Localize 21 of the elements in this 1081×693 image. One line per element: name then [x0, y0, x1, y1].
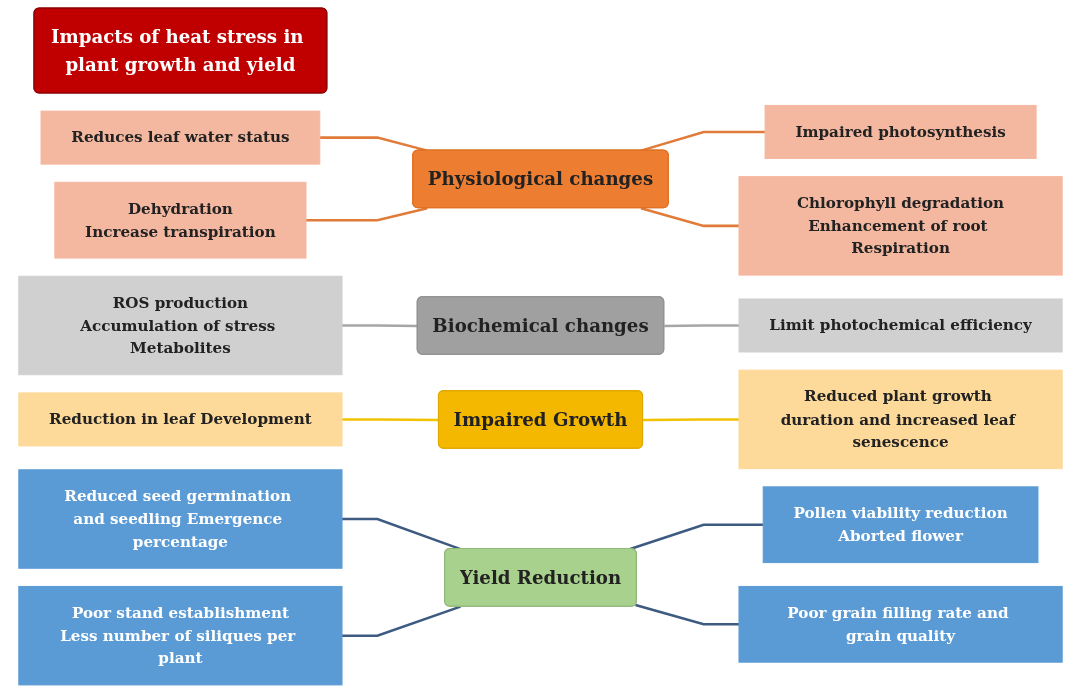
connector	[342, 324, 418, 328]
node-box: Limit photochemical efficiency	[738, 298, 1063, 353]
connector	[635, 603, 739, 626]
node-box: Poor stand establishment Less number of siliques per plant	[18, 585, 343, 686]
node-box: Pollen viability reduction Aborted flower	[762, 486, 1039, 564]
connector	[342, 605, 461, 637]
connector	[640, 206, 739, 228]
node-box: Chlorophyll degradation Enhancement of root Respiration	[738, 176, 1063, 276]
node-box: Reduced seed germination and seedling Emergence percentage	[18, 469, 343, 569]
connector	[342, 418, 439, 422]
node-box: Dehydration Increase transpiration	[54, 181, 307, 259]
node-box: ROS production Accumulation of stress Metabolites	[18, 275, 343, 376]
node-box: Reduces leaf water status	[40, 110, 321, 165]
node-box: Reduced plant growth duration and increased leaf senescence	[738, 369, 1063, 470]
connector	[306, 206, 428, 222]
node-box: Reduction in leaf Development	[18, 392, 343, 447]
node-box: Impaired photosynthesis	[764, 104, 1037, 159]
connector	[664, 324, 739, 328]
connector	[643, 418, 739, 422]
node-box: Poor grain filling rate and grain quality	[738, 585, 1063, 663]
connector	[629, 523, 764, 551]
